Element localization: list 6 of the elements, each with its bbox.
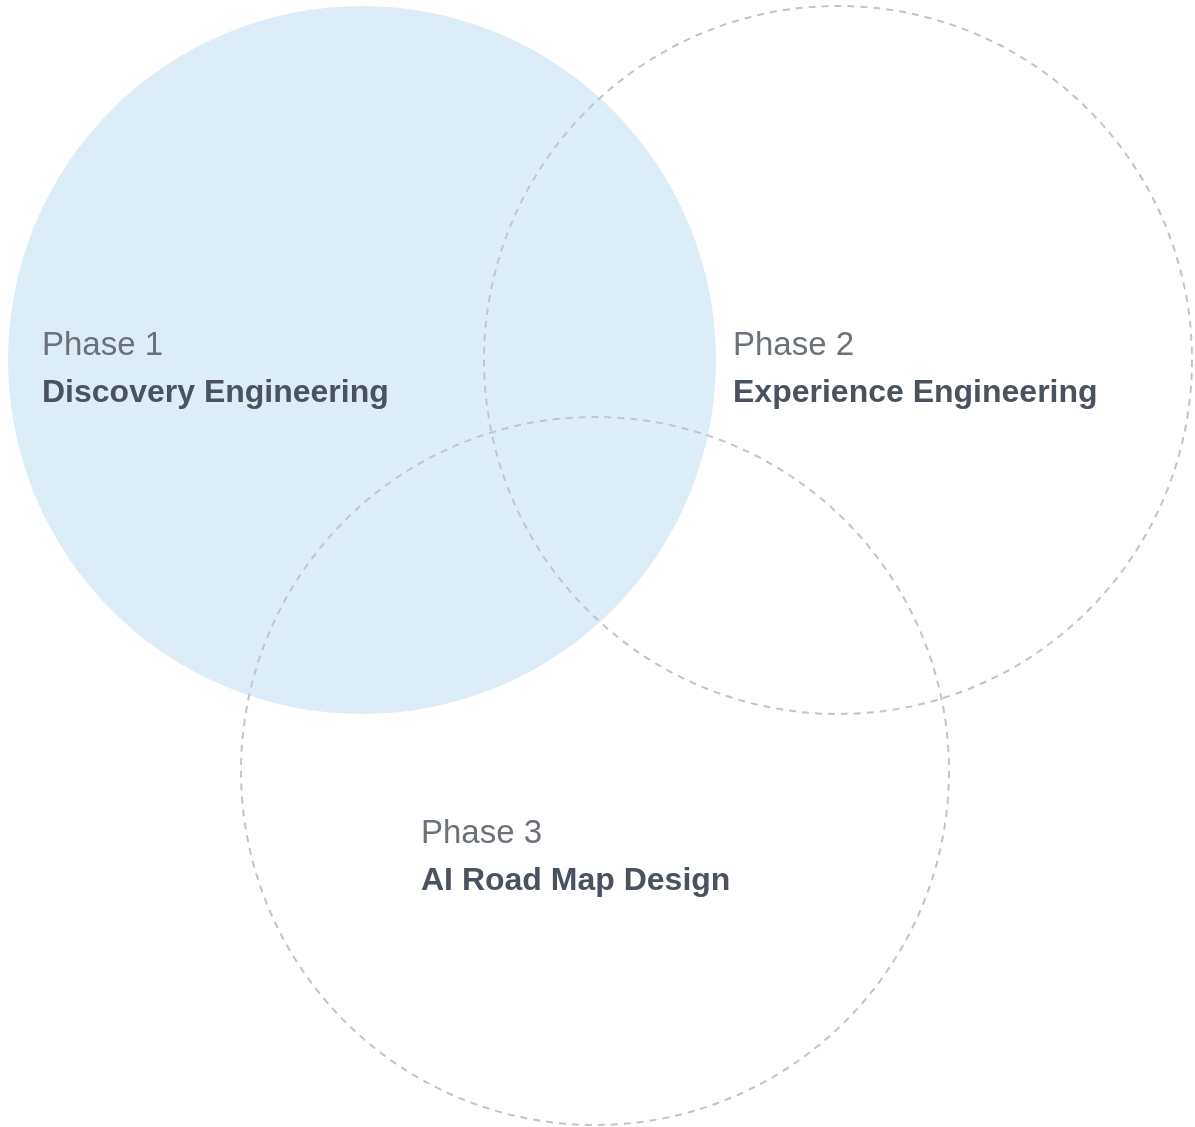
- phase-number: Phase 1: [42, 325, 164, 363]
- phase-title: Experience Engineering: [733, 373, 1098, 410]
- phase-title: AI Road Map Design: [421, 861, 731, 898]
- phase-number: Phase 2: [733, 325, 855, 363]
- phase-title: Discovery Engineering: [42, 373, 389, 410]
- phase-number: Phase 3: [421, 813, 543, 851]
